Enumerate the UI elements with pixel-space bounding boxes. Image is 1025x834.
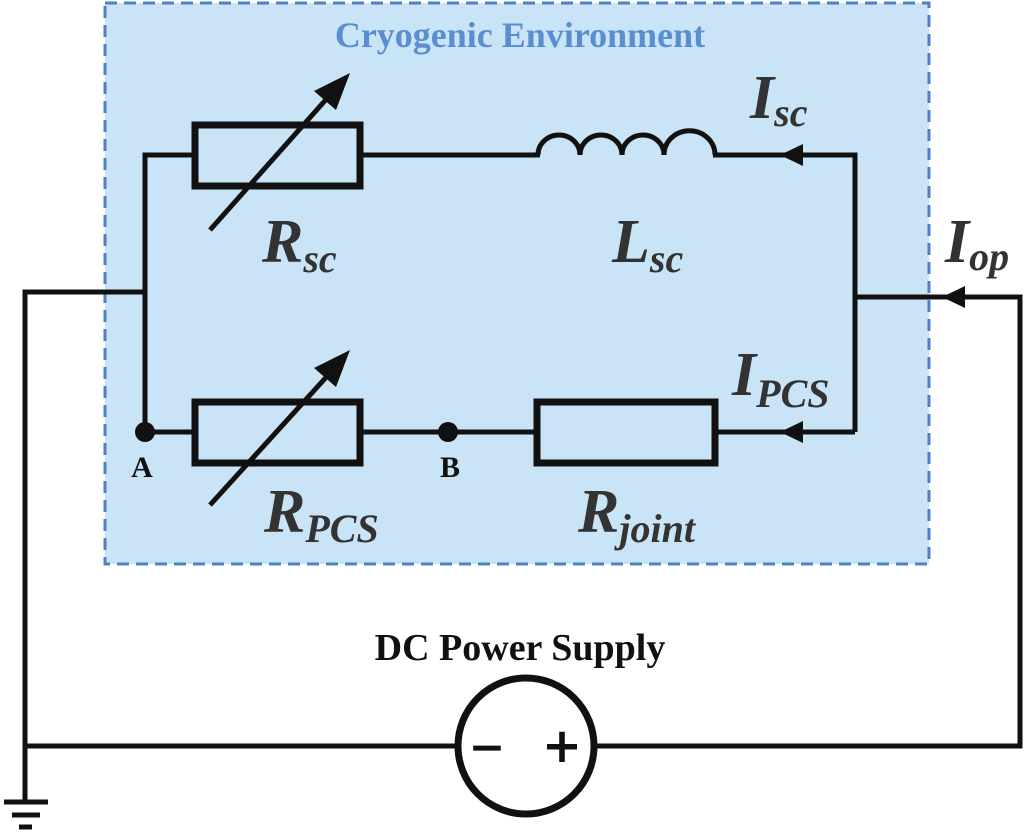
node-b-dot [438,422,458,442]
label-i-pcs: IPCS [731,341,830,416]
variable-resistor-icon [191,350,364,507]
label-l-sc: Lsc [611,208,683,281]
node-a-label: A [131,451,153,484]
label-r-sc: Rsc [261,208,337,281]
wire-ground-lead [22,289,145,802]
wire-supply-right [595,294,1023,749]
inductor-icon [535,128,718,156]
label-r-joint: Rjoint [577,478,697,551]
wire-top-branch [142,152,858,435]
resistor-r-joint [533,398,719,467]
label-i-sc: Isc [749,64,808,135]
arrow-i-sc [780,144,803,166]
variable-resistor-icon [191,73,364,232]
node-b-label: B [440,451,460,484]
dc-source-icon: − + [454,674,598,818]
supply-minus-sign: − [469,722,506,773]
cryogenic-enclosure [103,1,931,566]
label-r-pcs: RPCS [263,478,379,551]
power-supply-label: DC Power Supply [375,627,666,669]
ground-icon [4,799,48,830]
label-i-op: Iop [944,208,1009,279]
supply-plus-sign: + [542,718,582,774]
arrow-i-pcs [780,421,803,443]
enclosure-label: Cryogenic Environment [335,15,705,55]
arrow-i-op [942,286,965,308]
node-a-dot [135,422,155,442]
